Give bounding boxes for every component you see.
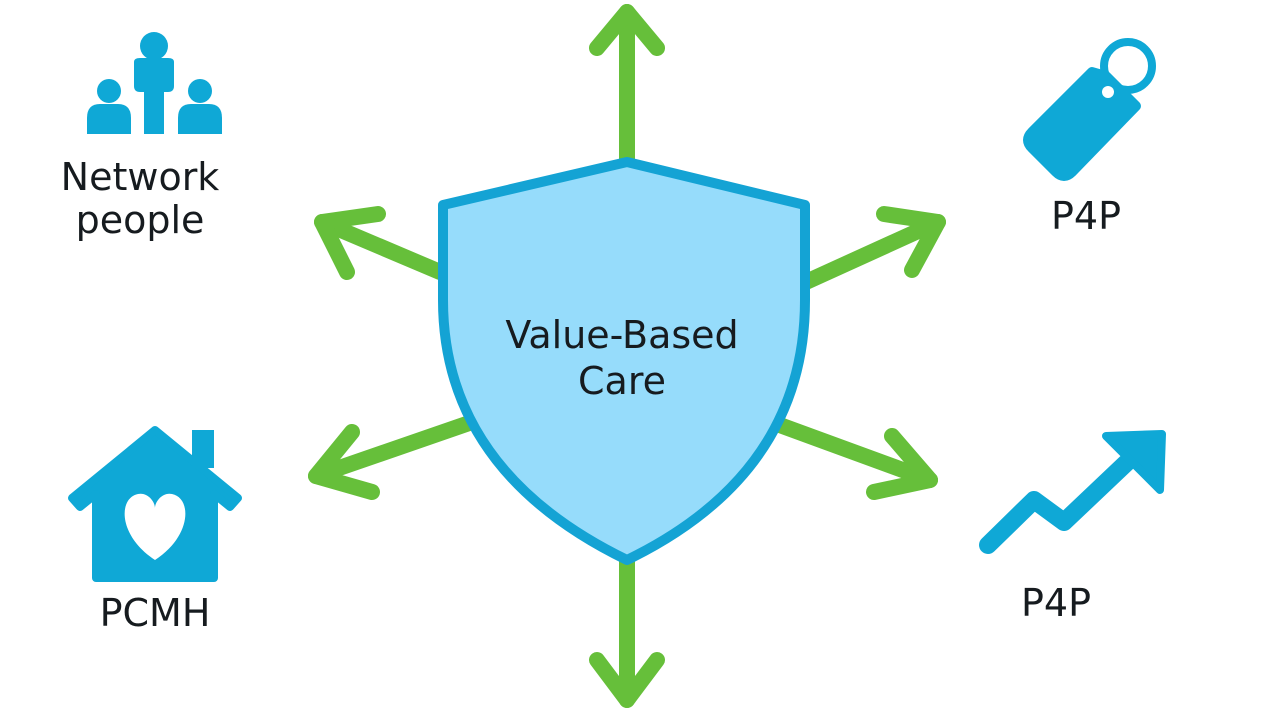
center-title: Value-Based Care (452, 312, 792, 405)
arrow-lower-left (308, 412, 486, 500)
pcmh-label: PCMH (99, 591, 211, 635)
center-title-line-1: Value-Based (505, 313, 739, 357)
arrow-upper-right (798, 206, 946, 290)
p4p-bottom-label: P4P (1020, 581, 1091, 625)
network-people-label: Network people (40, 156, 240, 241)
arrow-up (589, 4, 665, 168)
home-heart-icon (68, 426, 242, 582)
trend-up-arrow-icon (979, 430, 1166, 554)
network-label-line-2: people (75, 197, 205, 242)
network-label-line-1: Network (60, 155, 220, 199)
network-people-icon (87, 32, 222, 134)
arrow-lower-right (758, 412, 938, 500)
center-title-line-2: Care (578, 359, 666, 404)
arrow-group (308, 4, 946, 708)
arrow-down (589, 552, 665, 708)
p4p-top-label: P4P (1050, 194, 1121, 238)
price-tag-icon (1023, 38, 1156, 181)
shield-icon (438, 157, 810, 565)
arrow-upper-left (314, 206, 448, 280)
